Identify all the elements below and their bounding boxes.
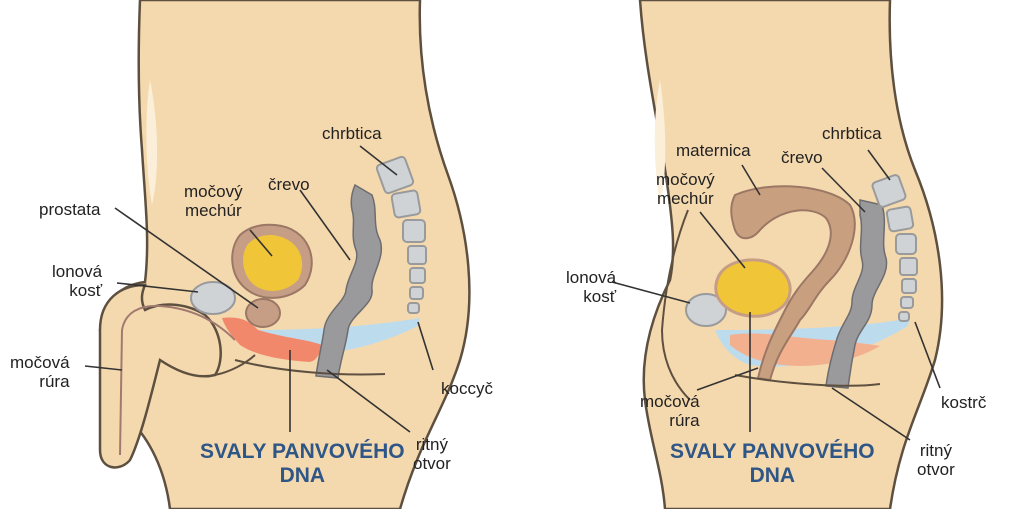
male-back-highlight [146, 80, 158, 205]
female-label-intestine: črevo [781, 148, 823, 167]
female-figure [638, 0, 944, 509]
male-figure [98, 0, 471, 509]
female-label-anus: ritný otvor [917, 441, 955, 479]
male-intestine [315, 183, 383, 379]
female-label-pubic-bone: lonová kosť [566, 268, 617, 306]
male-thigh-line [214, 354, 256, 376]
female-uterus [730, 185, 856, 382]
male-buttock-line [234, 359, 386, 376]
male-label-anus: ritný otvor [413, 435, 451, 473]
male-pelvic-muscle [222, 317, 322, 362]
female-front-curve [660, 209, 691, 401]
female-label-urethra: močová rúra [640, 392, 700, 430]
male-spine [375, 155, 427, 314]
male-label-spine: chrbtica [322, 124, 382, 143]
male-leader-lines [84, 145, 434, 433]
female-title: SVALY PANVOVÉHO DNA [670, 440, 875, 487]
male-label-urethra: močová rúra [10, 353, 70, 391]
male-bladder-urine [243, 235, 303, 291]
female-body-silhouette [638, 0, 944, 509]
male-label-prostate: prostata [39, 200, 101, 219]
female-spine [871, 174, 918, 322]
male-label-pubic-bone: lonová kosť [52, 262, 103, 300]
female-buttock-line [734, 374, 881, 387]
male-label-intestine: črevo [268, 175, 310, 194]
male-label-bladder: močový mechúr [184, 182, 243, 220]
female-label-coccyx: kostrč [941, 393, 987, 412]
male-urethra-line [119, 304, 236, 456]
female-pubic-bone [685, 293, 727, 327]
male-label-coccyx: koccyč [441, 379, 493, 398]
female-leader-lines [611, 149, 941, 441]
female-label-bladder: močový mechúr [656, 170, 715, 208]
female-intestine [825, 199, 888, 389]
male-title: SVALY PANVOVÉHO DNA [200, 440, 405, 487]
female-label-uterus: maternica [676, 141, 751, 160]
male-pubic-bone [190, 281, 236, 315]
female-label-spine: chrbtica [822, 124, 882, 143]
female-bladder-urine [714, 258, 792, 318]
female-back-highlight [654, 80, 666, 205]
